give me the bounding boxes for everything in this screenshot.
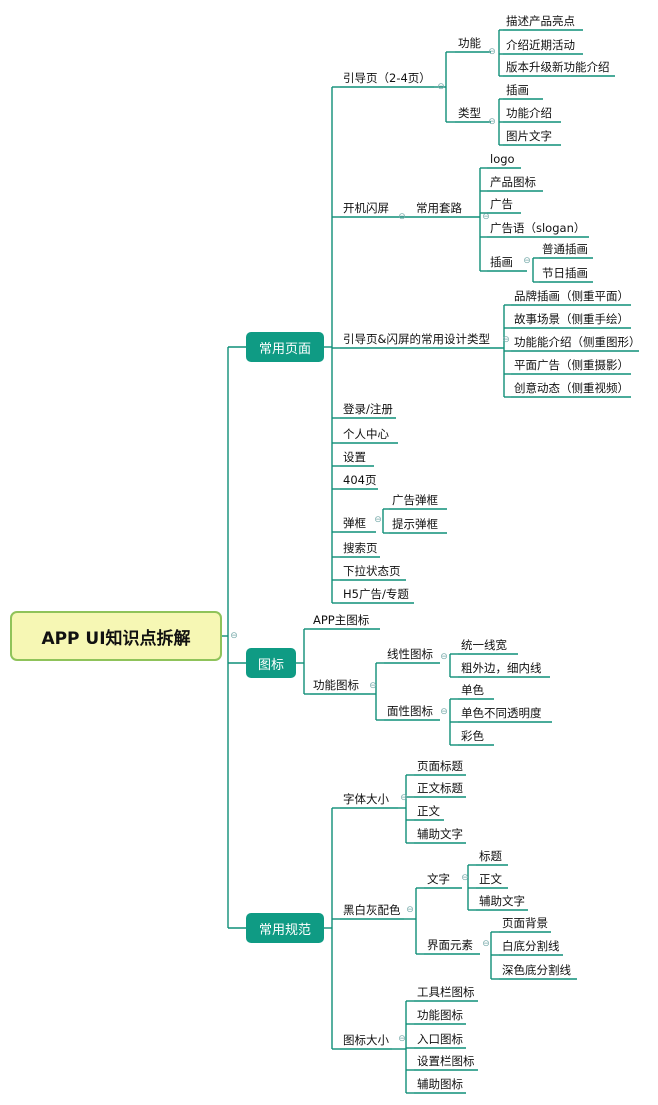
node-linear-icons[interactable]: 线性图标 (387, 647, 433, 661)
leaf-guide-function-1[interactable]: 介绍近期活动 (506, 38, 575, 52)
node-guide-page[interactable]: 引导页（2-4页） (343, 71, 431, 85)
node-search[interactable]: 搜索页 (343, 541, 378, 555)
leaf-icon-size-4[interactable]: 辅助图标 (417, 1077, 463, 1091)
collapse-icon[interactable]: ⊖ (398, 212, 406, 222)
leaf-popup-0[interactable]: 广告弹框 (392, 493, 438, 507)
leaf-bw-ui-1[interactable]: 白底分割线 (502, 939, 560, 953)
node-guide-function[interactable]: 功能 (458, 36, 481, 50)
collapse-icon[interactable]: ⊖ (461, 873, 469, 883)
leaf-popup-1[interactable]: 提示弹框 (392, 517, 438, 531)
leaf-illustration-0[interactable]: 普通插画 (542, 242, 588, 256)
node-design-types[interactable]: 引导页&闪屏的常用设计类型 (343, 332, 490, 346)
collapse-icon[interactable]: ⊖ (502, 335, 510, 345)
collapse-icon[interactable]: ⊖ (482, 939, 490, 949)
node-login[interactable]: 登录/注册 (343, 402, 393, 416)
leaf-design-type-4[interactable]: 创意动态（侧重视频） (514, 381, 629, 395)
node-splash-illustration[interactable]: 插画 (490, 255, 513, 269)
node-h5[interactable]: H5广告/专题 (343, 587, 409, 601)
leaf-filled-1[interactable]: 单色不同透明度 (461, 706, 542, 720)
leaf-design-type-1[interactable]: 故事场景（侧重手绘） (514, 312, 629, 326)
node-404[interactable]: 404页 (343, 473, 377, 487)
leaf-splash-2[interactable]: 广告 (490, 197, 513, 211)
leaf-bw-ui-0[interactable]: 页面背景 (502, 916, 548, 930)
leaf-guide-function-0[interactable]: 描述产品亮点 (506, 14, 575, 28)
node-font-size[interactable]: 字体大小 (343, 792, 389, 806)
leaf-guide-function-2[interactable]: 版本升级新功能介绍 (506, 60, 610, 74)
root-node[interactable]: APP UI知识点拆解 (10, 611, 222, 661)
node-filled-icons[interactable]: 面性图标 (387, 704, 433, 718)
leaf-design-type-3[interactable]: 平面广告（侧重摄影） (514, 358, 629, 372)
leaf-splash-0[interactable]: logo (490, 152, 515, 166)
leaf-icon-size-3[interactable]: 设置栏图标 (417, 1054, 475, 1068)
node-icons[interactable]: 图标 (246, 648, 296, 678)
leaf-filled-2[interactable]: 彩色 (461, 729, 484, 743)
collapse-icon[interactable]: ⊖ (482, 212, 490, 222)
node-bw-ui[interactable]: 界面元素 (427, 938, 473, 952)
leaf-font-size-0[interactable]: 页面标题 (417, 759, 463, 773)
leaf-icon-size-0[interactable]: 工具栏图标 (417, 985, 475, 999)
collapse-icon[interactable]: ⊖ (488, 47, 496, 57)
node-function-icons[interactable]: 功能图标 (313, 678, 359, 692)
leaf-linear-0[interactable]: 统一线宽 (461, 638, 507, 652)
leaf-illustration-1[interactable]: 节日插画 (542, 266, 588, 280)
leaf-bw-text-1[interactable]: 正文 (479, 872, 502, 886)
node-settings[interactable]: 设置 (343, 450, 366, 464)
leaf-linear-1[interactable]: 粗外边，细内线 (461, 661, 542, 675)
node-icon-size[interactable]: 图标大小 (343, 1033, 389, 1047)
leaf-filled-0[interactable]: 单色 (461, 683, 484, 697)
leaf-guide-type-2[interactable]: 图片文字 (506, 129, 552, 143)
collapse-icon[interactable]: ⊖ (437, 82, 445, 92)
node-bw-color[interactable]: 黑白灰配色 (343, 903, 401, 917)
leaf-icon-size-1[interactable]: 功能图标 (417, 1008, 463, 1022)
collapse-icon[interactable]: ⊖ (440, 652, 448, 662)
collapse-icon[interactable]: ⊖ (398, 1034, 406, 1044)
node-app-icon[interactable]: APP主图标 (313, 613, 370, 627)
leaf-splash-1[interactable]: 产品图标 (490, 175, 536, 189)
leaf-design-type-2[interactable]: 功能能介绍（侧重图形） (514, 335, 641, 349)
collapse-icon[interactable]: ⊖ (400, 793, 408, 803)
leaf-guide-type-0[interactable]: 插画 (506, 83, 529, 97)
node-pages[interactable]: 常用页面 (246, 332, 324, 362)
node-splash[interactable]: 开机闪屏 (343, 201, 389, 215)
collapse-icon[interactable]: ⊖ (440, 707, 448, 717)
node-standards[interactable]: 常用规范 (246, 913, 324, 943)
leaf-bw-text-0[interactable]: 标题 (479, 849, 502, 863)
node-guide-type[interactable]: 类型 (458, 106, 481, 120)
collapse-icon[interactable]: ⊖ (488, 117, 496, 127)
leaf-bw-ui-2[interactable]: 深色底分割线 (502, 963, 571, 977)
collapse-icon[interactable]: ⊖ (369, 681, 377, 691)
node-profile[interactable]: 个人中心 (343, 427, 389, 441)
leaf-design-type-0[interactable]: 品牌插画（侧重平面） (514, 289, 629, 303)
collapse-icon[interactable]: ⊖ (230, 631, 238, 641)
leaf-font-size-3[interactable]: 辅助文字 (417, 827, 463, 841)
collapse-icon[interactable]: ⊖ (374, 515, 382, 525)
leaf-font-size-2[interactable]: 正文 (417, 804, 440, 818)
collapse-icon[interactable]: ⊖ (406, 905, 414, 915)
leaf-guide-type-1[interactable]: 功能介绍 (506, 106, 552, 120)
node-splash-routine[interactable]: 常用套路 (416, 201, 462, 215)
collapse-icon[interactable]: ⊖ (523, 256, 531, 266)
node-pulldown[interactable]: 下拉状态页 (343, 564, 401, 578)
leaf-bw-text-2[interactable]: 辅助文字 (479, 894, 525, 908)
leaf-font-size-1[interactable]: 正文标题 (417, 781, 463, 795)
leaf-icon-size-2[interactable]: 入口图标 (417, 1032, 463, 1046)
node-bw-text[interactable]: 文字 (427, 872, 450, 886)
leaf-splash-3[interactable]: 广告语（slogan） (490, 221, 586, 235)
node-popup[interactable]: 弹框 (343, 516, 366, 530)
